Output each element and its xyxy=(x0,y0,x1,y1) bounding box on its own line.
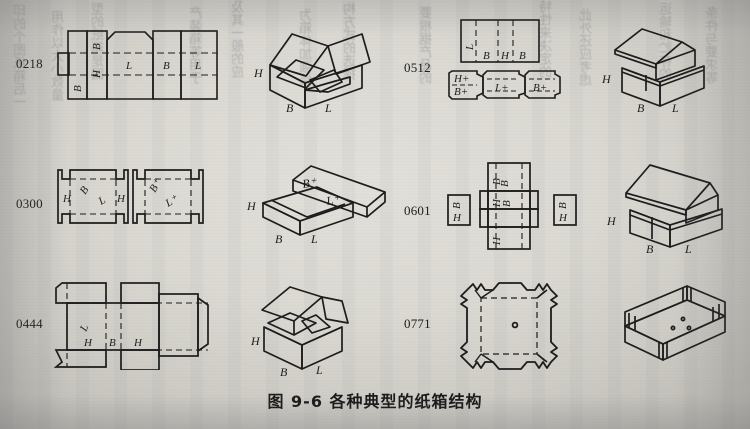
svg-text:L: L xyxy=(684,242,692,255)
svg-text:L: L xyxy=(315,363,323,377)
blank-0444: L H B H xyxy=(52,280,247,370)
svg-text:L⁺: L⁺ xyxy=(324,192,341,208)
svg-text:H: H xyxy=(250,334,261,348)
svg-text:L+: L+ xyxy=(494,82,509,94)
svg-text:B: B xyxy=(483,50,490,62)
svg-text:B: B xyxy=(91,43,103,50)
svg-text:L: L xyxy=(464,44,476,51)
svg-text:B: B xyxy=(163,60,170,72)
label: B xyxy=(72,85,84,92)
svg-text:B: B xyxy=(78,184,92,197)
svg-text:B: B xyxy=(519,50,526,62)
svg-text:B: B xyxy=(557,202,569,209)
svg-text:L: L xyxy=(194,60,201,72)
svg-text:H+: H+ xyxy=(453,73,469,85)
blank-0601: B H B H B B H B H xyxy=(440,155,595,255)
svg-text:B: B xyxy=(501,200,513,207)
svg-text:B: B xyxy=(451,202,463,209)
svg-text:H: H xyxy=(606,214,617,228)
svg-text:L: L xyxy=(324,101,332,115)
svg-text:B: B xyxy=(499,180,511,187)
solid-0218: H B L xyxy=(250,20,390,115)
svg-text:L: L xyxy=(125,60,132,72)
code-label-0444: 0444 xyxy=(16,316,43,331)
code-label-0771: 0771 xyxy=(404,316,431,331)
svg-text:H: H xyxy=(491,198,503,208)
svg-text:B: B xyxy=(286,101,294,115)
svg-text:H: H xyxy=(83,337,93,349)
figure-caption: 图 9-6 各种典型的纸箱结构 xyxy=(267,392,483,411)
blank-0300: H B L H B⁺ L⁺ xyxy=(55,165,210,230)
solid-0771 xyxy=(615,282,740,377)
svg-text:H: H xyxy=(246,199,257,213)
code-label-0512: 0512 xyxy=(404,60,431,75)
svg-text:H: H xyxy=(133,337,143,349)
svg-text:B: B xyxy=(280,365,288,379)
solid-0601: H B L xyxy=(600,155,740,255)
blank-0512: L B H B H+ B+ L+ B+ xyxy=(443,15,593,110)
svg-text:H: H xyxy=(452,212,462,224)
svg-text:B: B xyxy=(275,232,283,246)
svg-text:B: B xyxy=(491,178,503,185)
svg-text:B+: B+ xyxy=(533,82,547,94)
svg-text:H: H xyxy=(601,72,612,86)
svg-text:H: H xyxy=(491,236,503,246)
svg-text:L⁺: L⁺ xyxy=(163,193,181,210)
svg-text:H: H xyxy=(116,193,126,205)
code-label-0300: 0300 xyxy=(16,196,43,211)
svg-text:H: H xyxy=(558,212,568,224)
svg-text:H: H xyxy=(91,69,103,79)
solid-0512: H B L xyxy=(600,20,730,115)
svg-text:L: L xyxy=(310,232,318,246)
svg-text:H: H xyxy=(500,50,510,62)
solid-0300: H B L B⁺ L⁺ xyxy=(245,155,410,250)
solid-0444: H B L xyxy=(250,275,385,380)
svg-text:H: H xyxy=(253,66,264,80)
svg-text:B: B xyxy=(646,242,654,255)
blank-0218: B H B L B L xyxy=(55,20,220,110)
svg-text:B⁺: B⁺ xyxy=(301,175,318,191)
code-label-0601: 0601 xyxy=(404,203,431,218)
svg-text:L: L xyxy=(96,194,108,208)
svg-text:B: B xyxy=(637,101,645,115)
svg-text:H: H xyxy=(62,193,72,205)
svg-text:B: B xyxy=(109,337,116,349)
code-label-0218: 0218 xyxy=(16,56,43,71)
blank-0771 xyxy=(455,278,575,378)
svg-text:L: L xyxy=(77,323,91,335)
svg-text:L: L xyxy=(671,101,679,115)
svg-text:B+: B+ xyxy=(454,86,468,98)
